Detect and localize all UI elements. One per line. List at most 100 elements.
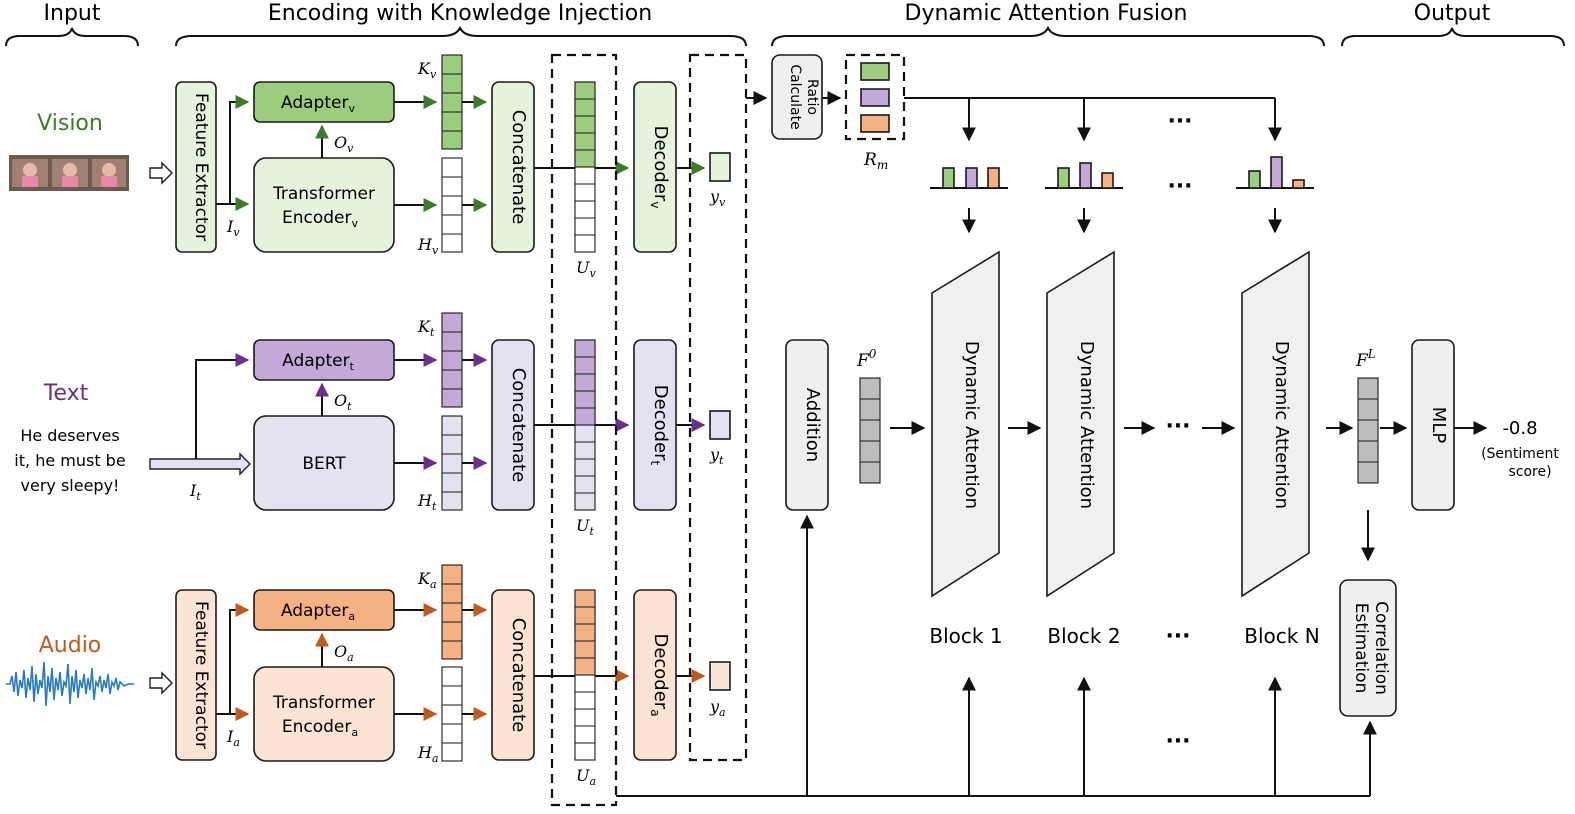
svg-text:Adapterv: Adapterv	[281, 93, 355, 115]
ratio-ellipsis-mid: ···	[1167, 174, 1192, 199]
text-y-sub: t	[719, 454, 724, 467]
FL-sup: L	[1367, 347, 1376, 361]
brace-output	[1341, 27, 1565, 47]
ratio-bar	[965, 167, 978, 189]
audio-I-sub: a	[233, 736, 240, 749]
vision-U-sub: v	[589, 267, 596, 280]
R-symbol: R	[863, 150, 877, 170]
audio-U-symbol: U	[576, 766, 590, 785]
block-label-N: Block N	[1244, 624, 1319, 648]
audio-feature-extractor	[175, 589, 217, 761]
output-section: FL MLP -0.8 (Sentiment score) Correlatio…	[1339, 339, 1559, 796]
vision-adapter-sub: v	[348, 102, 355, 115]
audio-O-symbol: O	[334, 642, 347, 661]
calculate-ratio-label-1: Calculate	[787, 64, 803, 129]
FL-symbol: F	[1355, 351, 1369, 371]
correlation-estimation-box	[1339, 579, 1397, 717]
video-frames-image	[9, 155, 129, 191]
ratio-bars-block-1	[930, 167, 1008, 189]
audio-decoder-sub: a	[648, 709, 662, 716]
sentiment-score-label-2: score)	[1508, 464, 1551, 480]
brace-fusion	[771, 25, 1325, 47]
block-label-1: Block 1	[929, 624, 1002, 648]
bottom-ellipsis: ···	[1165, 729, 1190, 754]
attention-ellipsis: ···	[1165, 414, 1190, 439]
ratio-bar	[1079, 162, 1092, 189]
svg-text:Kt: Kt	[417, 317, 435, 339]
vision-concatenate-label: Concatenate	[508, 110, 529, 225]
audio-U-vector	[574, 589, 596, 761]
sentiment-score-value: -0.8	[1502, 418, 1537, 439]
sentiment-score-label-1: (Sentiment	[1481, 446, 1559, 462]
svg-text:Oa: Oa	[334, 642, 354, 664]
ratio-audio-cell	[860, 114, 890, 133]
text-U-symbol: U	[576, 516, 590, 535]
audio-y-sub: a	[719, 706, 726, 719]
text-y-output	[709, 410, 731, 440]
vision-H-vector	[441, 157, 463, 253]
svg-text:Rm: Rm	[863, 150, 888, 172]
vision-K-vector	[441, 54, 463, 150]
audio-transformer-encoder	[253, 666, 395, 762]
section-title-fusion: Dynamic Attention Fusion	[905, 1, 1188, 26]
text-H-symbol: H	[417, 491, 433, 510]
svg-text:Ot: Ot	[334, 391, 352, 413]
audio-K-symbol: K	[417, 569, 431, 588]
audio-adapter-sub: a	[348, 610, 355, 623]
vision-K-sub: v	[430, 68, 437, 81]
F0-vector	[859, 377, 881, 484]
svg-text:Ia: Ia	[226, 727, 240, 749]
text-H-vector	[441, 415, 463, 511]
F0-sup: 0	[869, 347, 877, 361]
svg-text:Kv: Kv	[417, 59, 437, 81]
dynamic-attention-block-N	[1241, 250, 1310, 598]
text-adapter-sub: t	[350, 360, 355, 373]
fusion-section: Calculate Ratio Rm ··· ···	[616, 53, 1370, 797]
vision-feature-extractor	[175, 81, 217, 253]
text-I-symbol: I	[189, 481, 197, 500]
dynamic-attention-block-1	[931, 250, 1000, 598]
audio-U-sub: a	[589, 775, 596, 788]
svg-text:Hv: Hv	[417, 235, 439, 257]
svg-text:yt: yt	[709, 445, 724, 467]
audio-y-output	[709, 661, 731, 691]
audio-O-sub: a	[347, 651, 354, 664]
text-H-sub: t	[432, 500, 437, 513]
audio-concatenate-label: Concatenate	[508, 618, 529, 733]
audio-K-vector	[441, 564, 463, 660]
section-title-output: Output	[1414, 1, 1491, 26]
vision-encoder-label-1: Transformer	[272, 184, 375, 204]
vision-K-symbol: K	[417, 59, 431, 78]
svg-text:Adaptert: Adaptert	[282, 351, 354, 373]
F0-symbol: F	[856, 351, 870, 371]
text-label: Text	[43, 381, 89, 406]
text-encoder-label: BERT	[302, 454, 346, 474]
text-O-sub: t	[347, 400, 352, 413]
correlation-label-1: Correlation	[1371, 601, 1391, 695]
audio-label: Audio	[39, 633, 102, 658]
U-dashed-group	[550, 53, 618, 807]
mlp-box	[1411, 339, 1455, 511]
audio-H-sub: a	[432, 752, 439, 765]
vision-y-symbol: y	[709, 187, 720, 206]
ratio-text-cell	[860, 88, 890, 107]
ratio-bar	[1101, 172, 1114, 189]
ratio-bar	[1270, 156, 1283, 189]
vision-I-symbol: I	[226, 217, 234, 236]
svg-text:Ht: Ht	[417, 491, 437, 513]
svg-text:Ut: Ut	[576, 516, 594, 538]
ratio-ellipsis-top: ···	[1167, 109, 1192, 134]
text-O-symbol: O	[334, 391, 347, 410]
text-row: It Adaptert BERT Ot Kt Ht Concate	[149, 312, 731, 538]
svg-text:Decodert: Decodert	[648, 385, 671, 466]
svg-text:Decodera: Decodera	[648, 633, 671, 716]
section-title-input: Input	[44, 1, 101, 26]
svg-text:yv: yv	[709, 187, 726, 209]
text-input-arrow-icon	[149, 452, 251, 476]
text-U-vector	[574, 339, 596, 511]
audio-row: Feature Extractor Ia Adaptera Transforme…	[175, 564, 731, 788]
dynamic-attention-label-2: Dynamic Attention	[1076, 341, 1097, 509]
FL-vector	[1357, 377, 1379, 484]
svg-text:Iv: Iv	[226, 217, 240, 239]
addition-box	[785, 339, 829, 511]
